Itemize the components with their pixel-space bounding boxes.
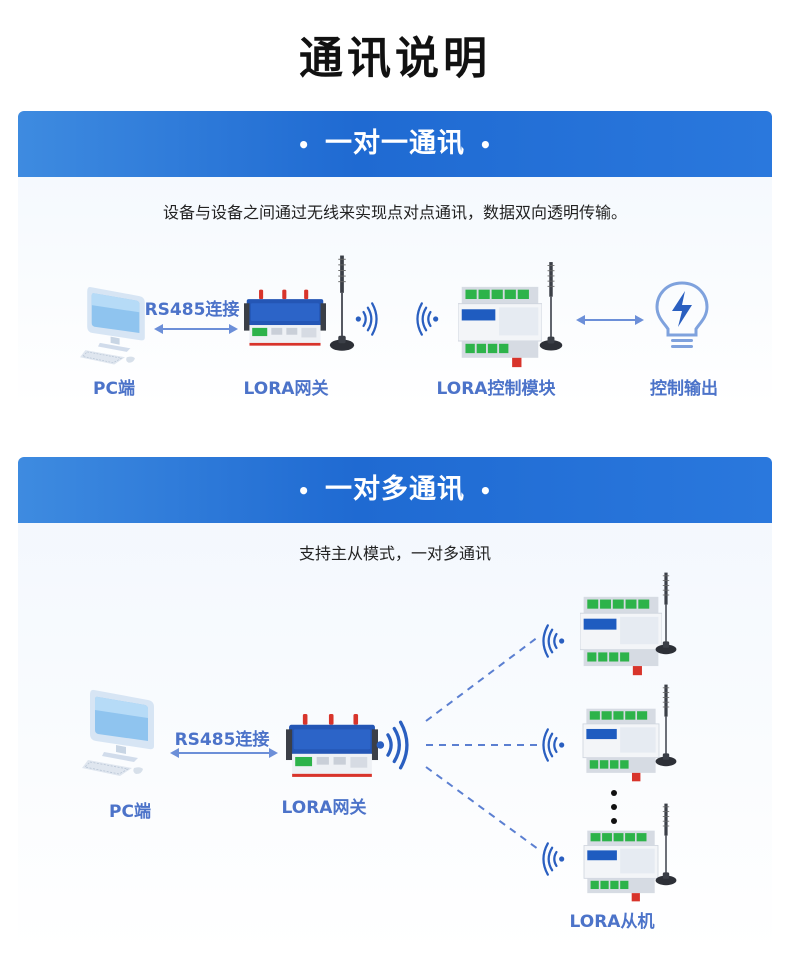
module-label: LORA控制模块 [436, 379, 556, 399]
bullet-left: • [297, 133, 311, 157]
output-label: 控制输出 [650, 379, 718, 399]
antenna-icon [538, 256, 564, 360]
lora-module-icon [580, 595, 662, 677]
antenna-icon [654, 679, 678, 775]
double-arrow-icon [576, 315, 644, 325]
one-to-one-panel: • 一对一通讯 • 设备与设备之间通过无线来实现点对点通讯，数据双向透明传输。 PC… [18, 111, 772, 407]
double-arrow-icon [170, 748, 278, 758]
pc-icon [82, 685, 162, 777]
wireless-signal-icon [542, 842, 566, 876]
rs485-link-label: RS485连接 [174, 730, 270, 750]
gateway-device-icon [286, 711, 378, 783]
antenna-icon [654, 567, 678, 663]
bullet-right: • [479, 479, 493, 503]
wireless-signal-icon [374, 719, 412, 771]
section-2-header: • 一对多通讯 • [18, 457, 772, 523]
wireless-signal-icon [542, 728, 566, 762]
section-1-header: • 一对一通讯 • [18, 111, 772, 177]
gateway-device-icon [244, 287, 326, 351]
lora-module-icon [458, 285, 542, 369]
lora-module-icon [580, 829, 662, 903]
page-title: 通讯说明 [299, 33, 491, 84]
bullet-right: • [479, 133, 493, 157]
gateway-label: LORA网关 [243, 379, 329, 399]
one-to-many-panel: •一对多通讯• 支持主从模式，一对多通讯 PC端 RS485连接 LORA网关 … [18, 457, 772, 952]
double-arrow-icon [154, 324, 238, 334]
wireless-signal-icon [354, 301, 380, 337]
bulb-icon [655, 281, 709, 348]
slave-label: LORA从机 [569, 912, 655, 932]
section-1-description: 设备与设备之间通过无线来实现点对点通讯，数据双向透明传输。 [162, 203, 627, 222]
more-devices-dots [611, 790, 617, 824]
wireless-signal-icon [416, 302, 440, 336]
section-2-heading: 一对多通讯 [325, 474, 465, 505]
lora-module-icon [580, 707, 662, 783]
antenna-icon [654, 797, 678, 895]
section-1-heading: 一对一通讯 [325, 128, 465, 159]
bullet-left: • [297, 479, 311, 503]
section-2-description: 支持主从模式，一对多通讯 [298, 544, 491, 563]
wireless-signal-icon [542, 624, 566, 658]
rs485-link-label: RS485连接 [144, 300, 240, 320]
pc-label: PC端 [109, 802, 151, 822]
pc-label: PC端 [93, 379, 135, 399]
gateway-label: LORA网关 [281, 798, 367, 818]
broadcast-links [425, 636, 539, 850]
antenna-icon [328, 251, 356, 359]
